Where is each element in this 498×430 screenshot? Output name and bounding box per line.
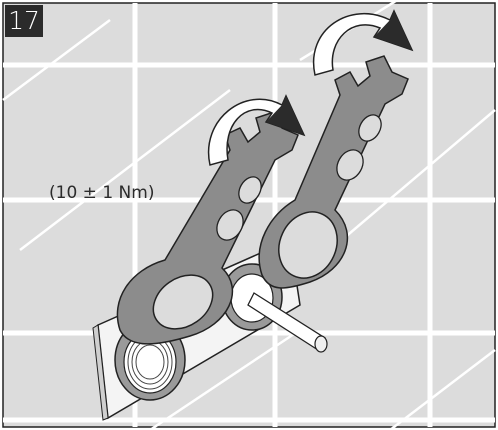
step-number-badge: 17 — [5, 5, 43, 37]
plugged-outlet-right — [221, 263, 328, 353]
torque-annotation: (10 ± 1 Nm) — [49, 183, 155, 203]
rotation-arrow-left — [207, 94, 306, 166]
wrench-right — [258, 55, 409, 289]
rotation-arrow-right — [312, 9, 414, 76]
wrench-left — [116, 111, 299, 345]
